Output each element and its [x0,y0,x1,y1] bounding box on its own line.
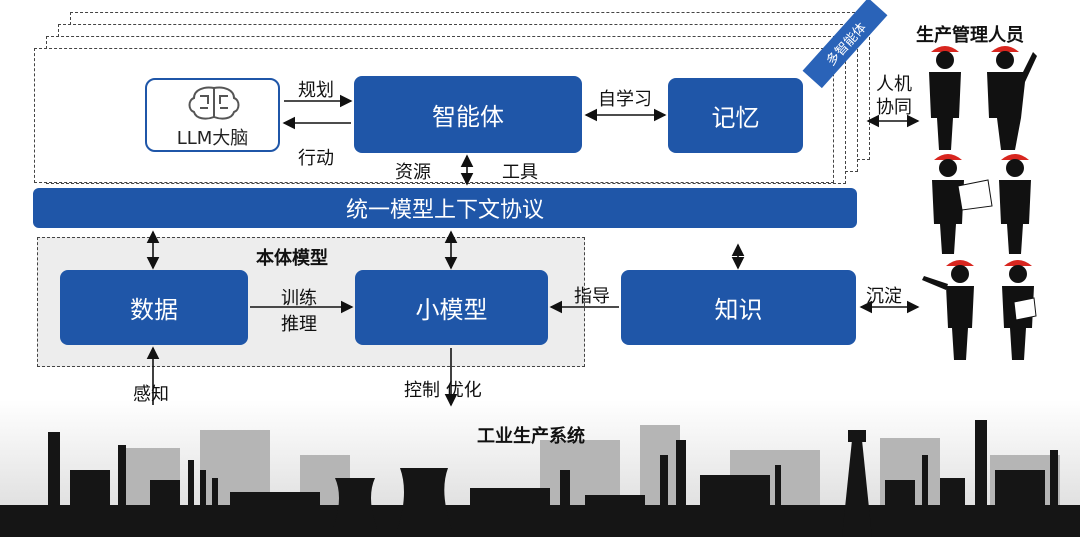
memory-box: 记忆 [668,78,803,153]
human-machine-label-1: 人机 [876,74,912,95]
tool-label: 工具 [502,162,538,183]
manager-silhouette-icon [922,46,1037,360]
plan-label: 规划 [298,80,334,101]
act-label: 行动 [298,148,334,169]
data-box: 数据 [60,270,248,345]
guide-label: 指导 [574,286,610,307]
brain-icon [188,86,240,120]
small-model-box: 小模型 [355,270,548,345]
self-learn-label: 自学习 [598,89,652,110]
resource-label: 资源 [395,162,431,183]
control-optimize-label: 控制 优化 [404,380,482,401]
human-machine-label-2: 协同 [876,97,912,118]
ontology-title: 本体模型 [256,248,328,269]
train-label: 训练 [281,288,317,309]
llm-brain-box: LLM大脑 [145,78,280,152]
people-title: 生产管理人员 [916,25,1024,46]
llm-label: LLM大脑 [176,128,249,149]
protocol-bar: 统一模型上下文协议 [33,188,857,228]
perceive-label: 感知 [133,384,169,405]
system-title: 工业生产系统 [477,426,585,447]
settle-label: 沉淀 [866,286,902,307]
knowledge-box: 知识 [621,270,856,345]
infer-label: 推理 [281,314,317,335]
agent-box: 智能体 [354,76,582,153]
